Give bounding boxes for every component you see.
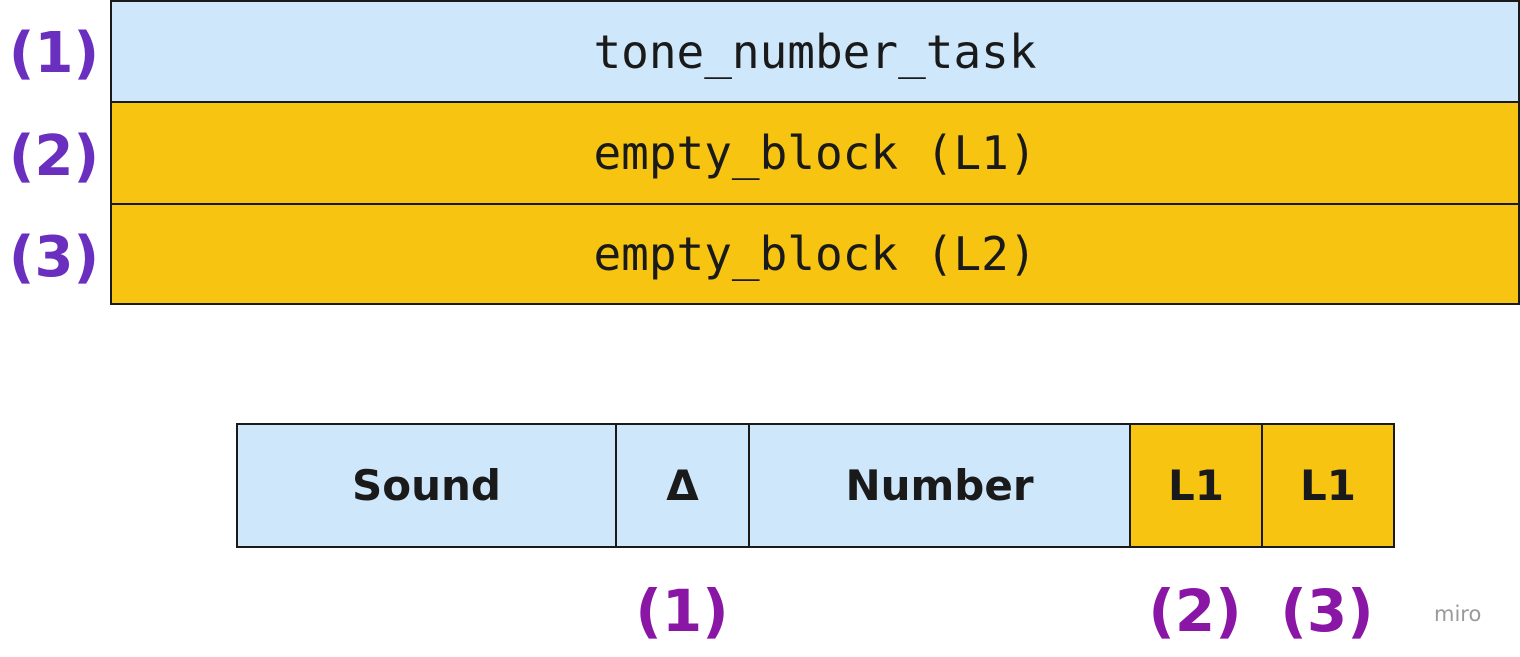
sequence-cell-l1-first: L1 (1129, 423, 1263, 548)
stack-marker-1: (1) (8, 21, 100, 86)
sequence-cell-label: Δ (666, 461, 699, 510)
sequence-cell-label: L1 (1168, 461, 1224, 510)
sequence-marker-1: (1) (635, 577, 729, 645)
stack-row-label: empty_block (L2) (593, 227, 1037, 281)
sequence-marker-3: (3) (1280, 577, 1374, 645)
sequence-cell-label: Sound (352, 461, 501, 510)
stack-row-label: empty_block (L1) (593, 126, 1037, 180)
stack-marker-2: (2) (8, 124, 100, 189)
sequence-cell-label: L1 (1300, 461, 1356, 510)
stack-row-label: tone_number_task (593, 24, 1037, 79)
sequence-cell-label: Number (845, 461, 1034, 510)
sequence-marker-2: (2) (1148, 577, 1242, 645)
sequence-cell-l1-second: L1 (1261, 423, 1395, 548)
stack-row-tone-number-task: tone_number_task (110, 0, 1520, 103)
sequence-cell-number: Number (748, 423, 1131, 548)
sequence-cell-sound: Sound (236, 423, 617, 548)
stack-marker-3: (3) (8, 225, 100, 290)
stack-row-empty-block-l2: empty_block (L2) (110, 203, 1520, 305)
stack-row-empty-block-l1: empty_block (L1) (110, 101, 1520, 205)
sequence-cell-delta: Δ (615, 423, 750, 548)
miro-watermark: miro (1434, 602, 1482, 626)
